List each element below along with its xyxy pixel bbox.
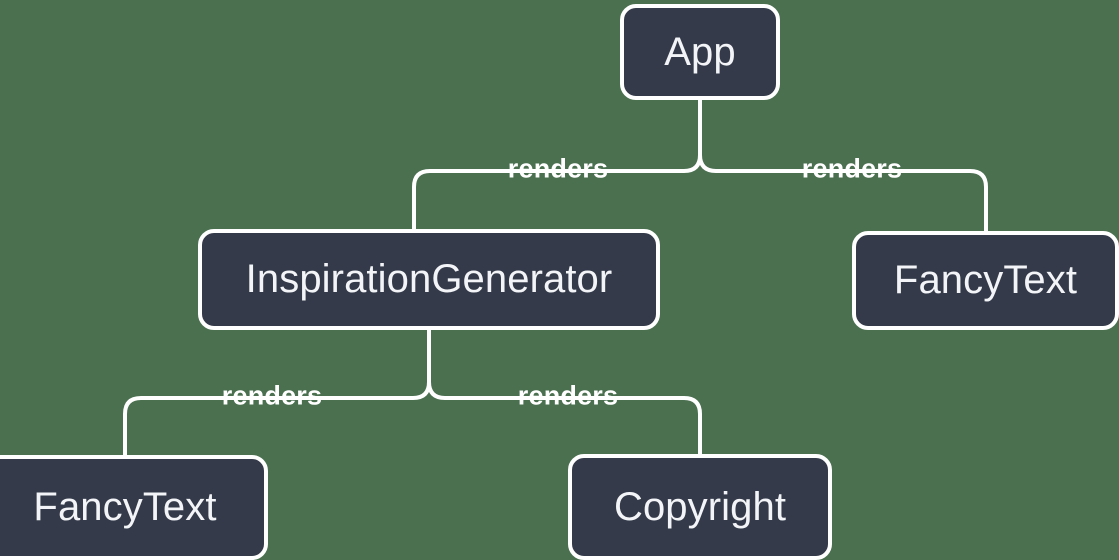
- node-fancytext-bottom[interactable]: FancyText: [0, 455, 268, 560]
- node-app-label: App: [664, 29, 736, 74]
- node-fancytext-right[interactable]: FancyText: [852, 231, 1119, 330]
- node-app[interactable]: App: [620, 4, 780, 100]
- node-fancytext-right-label: FancyText: [893, 258, 1078, 302]
- edge-label-inspiration-generator-to-copyright: renders: [517, 380, 619, 411]
- node-inspiration-generator[interactable]: InspirationGenerator: [198, 229, 660, 330]
- edge-label-app-to-fancytext-right: renders: [801, 153, 903, 184]
- node-inspiration-generator-label: InspirationGenerator: [245, 257, 613, 301]
- node-copyright[interactable]: Copyright: [568, 454, 832, 560]
- edge-label-inspiration-generator-to-fancytext-bottom: renders: [221, 380, 323, 411]
- node-copyright-label: Copyright: [613, 484, 787, 529]
- node-fancytext-bottom-label: FancyText: [33, 485, 217, 529]
- edge-label-app-to-inspiration-generator: renders: [507, 153, 609, 184]
